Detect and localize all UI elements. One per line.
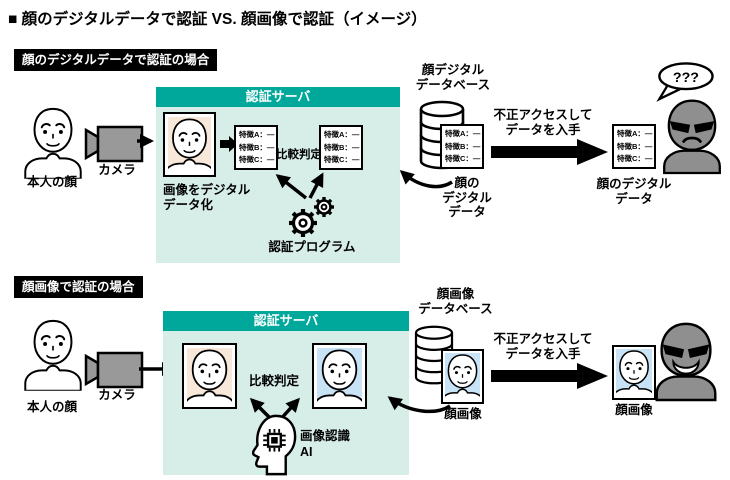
server-title: 認証サーバ [163, 311, 409, 331]
person-label: 本人の顔 [26, 400, 77, 414]
feature-card: 特徴A：— 特徴B：— 特徴C：— [612, 124, 656, 169]
speech-bubble: ??? [656, 62, 714, 102]
stolen-face-photo [612, 345, 656, 400]
hack-label: 不正アクセスして データを入手 [493, 108, 593, 137]
arrow-to-server-icon [137, 134, 154, 148]
db-data-label: 顔の デジタル データ [442, 176, 492, 219]
attacker-icon [655, 322, 717, 402]
photo-to-data-arrow-icon [220, 136, 238, 152]
judge-arrows-icon [275, 172, 324, 200]
db-face-photo [441, 349, 484, 404]
db-to-server-arrow-icon [399, 170, 453, 189]
bubble-text: ??? [673, 70, 699, 86]
gears-icon [289, 197, 334, 237]
attacker-icon [663, 99, 721, 175]
face-icon [168, 117, 211, 172]
face-image-label: 顔画像 [444, 407, 482, 421]
hack-arrow-icon [491, 139, 608, 165]
camera-icon [84, 351, 144, 389]
digitize-label: 画像をデジタル データ化 [163, 183, 251, 212]
hack-arrow-icon [491, 363, 608, 389]
db-label: 顔画像 データベース [418, 287, 493, 316]
person-icon [20, 106, 86, 179]
hack-label: 不正アクセスして データを入手 [493, 332, 593, 361]
person-icon [20, 318, 86, 391]
feature-card: 特徴A：— 特徴B：— 特徴C：— [319, 125, 363, 170]
captured-face-photo [182, 343, 237, 409]
face-icon [616, 349, 652, 396]
section2-heading: 顔画像で認証の場合 [14, 276, 143, 298]
camera-label: カメラ [98, 388, 136, 402]
db-to-server-arrow-icon [387, 396, 451, 414]
db-face-photo [312, 343, 367, 409]
person-label: 本人の顔 [26, 175, 77, 189]
compare-label: 比較判定 [276, 149, 322, 161]
face-icon [187, 348, 232, 404]
camera-label: カメラ [98, 163, 136, 177]
captured-face-photo [163, 112, 216, 177]
program-label: 認証プログラム [268, 240, 356, 254]
compare-label: 比較判定 [248, 374, 299, 388]
ai-head-icon [251, 414, 297, 476]
section1-heading: 顔のデジタルデータで認証の場合 [14, 49, 218, 71]
feature-card: 特徴A：— 特徴B：— 特徴C：— [234, 125, 278, 170]
ai-label: 画像認識 AI [300, 429, 351, 459]
camera-icon [84, 125, 144, 163]
page-title: ■ 顔のデジタルデータで認証 VS. 顔画像で認証（イメージ） [8, 11, 427, 28]
feature-card: 特徴A：— 特徴B：— 特徴C：— [440, 124, 484, 169]
stolen-image-label: 顔画像 [615, 403, 653, 417]
face-icon [317, 348, 362, 404]
server-title: 認証サーバ [156, 87, 400, 107]
db-label: 顔デジタル データベース [415, 63, 491, 92]
stolen-data-label: 顔のデジタル データ [596, 177, 672, 206]
